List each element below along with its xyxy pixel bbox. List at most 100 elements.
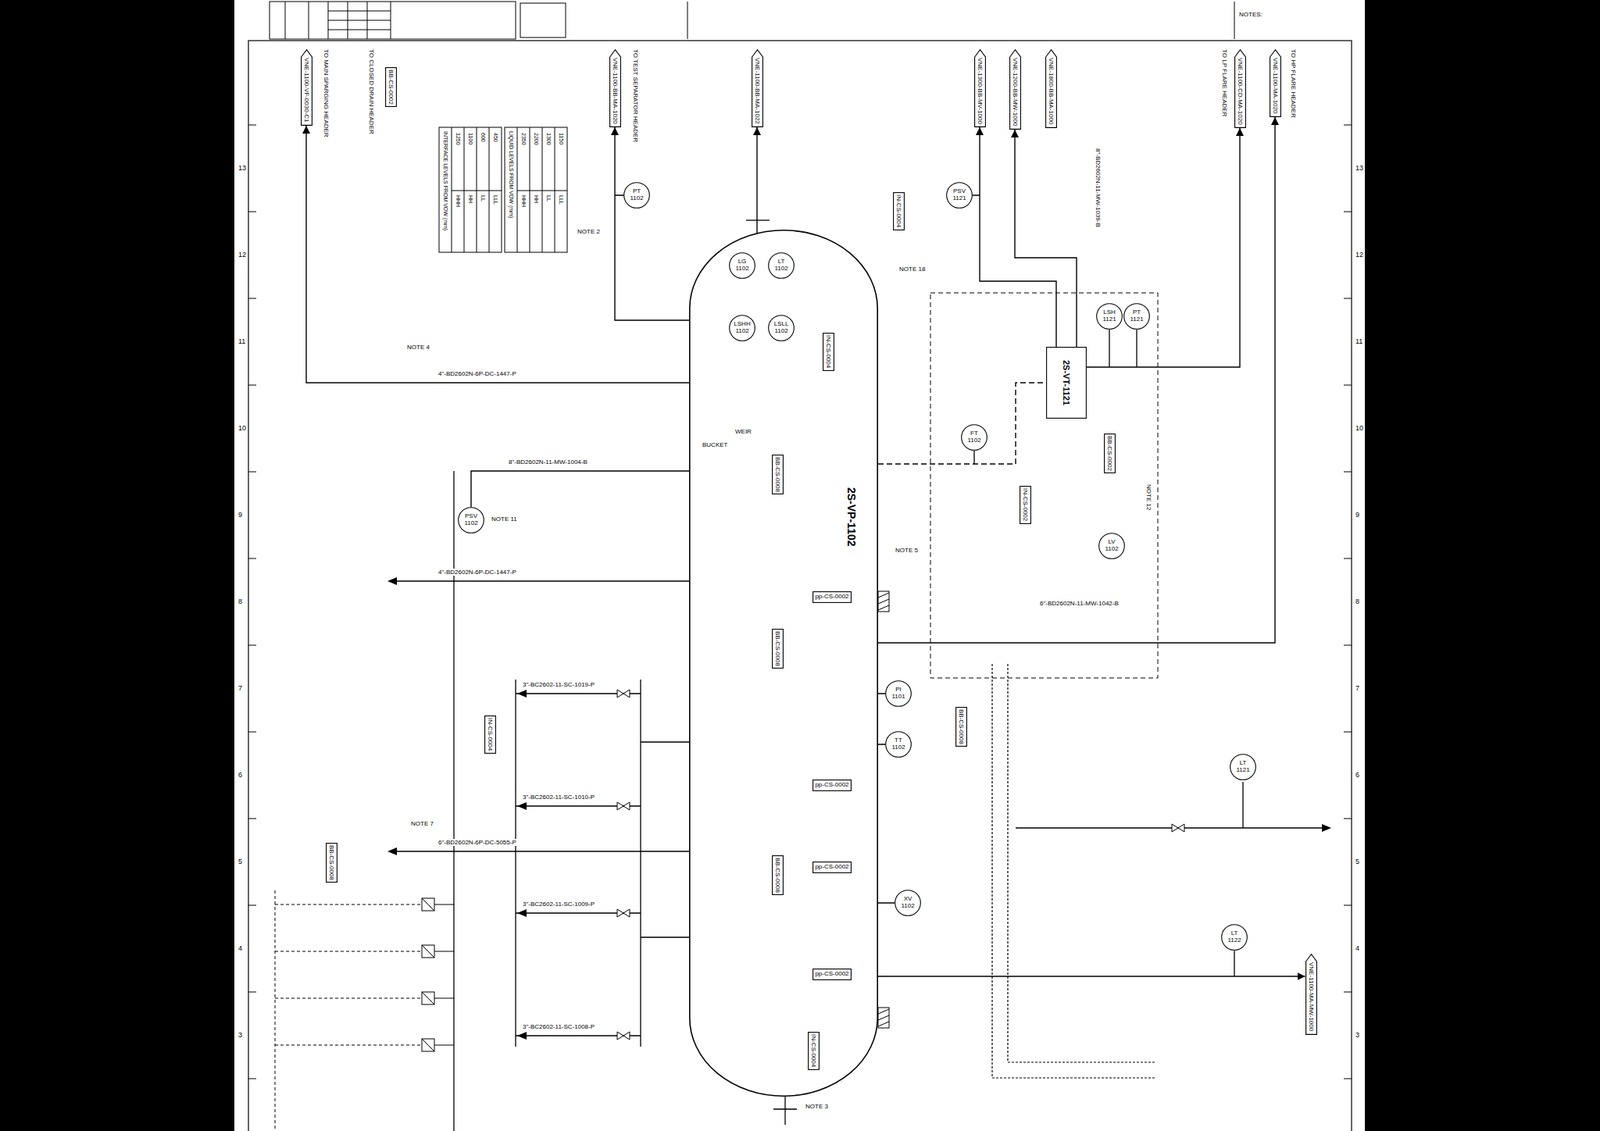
instrument-tag: 1102 [629, 195, 643, 203]
off-page-connector: VNE-1200-BB-MW-1000 [1009, 49, 1022, 130]
label-anchor: NOTE 2 [576, 228, 601, 236]
label-anchor: LLL [557, 195, 565, 205]
vortex-breaker [878, 1007, 890, 1029]
pipe-connector [306, 125, 690, 383]
pipe-connector [756, 127, 758, 233]
label-anchor: 3 [237, 1031, 243, 1040]
grid-number: 7 [237, 684, 243, 693]
instrument-bubble: FT1102 [960, 424, 988, 451]
node-text: BB-CS-0008 [774, 857, 782, 893]
instrument-tag: LSHH [733, 321, 750, 329]
separator-vessel-shape [689, 230, 878, 1097]
grid-number: 8 [237, 597, 243, 606]
table-cell: 1100 [466, 132, 475, 145]
instrument-tag: PT [632, 188, 641, 196]
heat-tracing [992, 664, 1157, 1079]
sheet [234, 0, 1365, 1131]
table-cell: 2350 [519, 132, 528, 146]
spec-break-box-shape [325, 842, 337, 883]
node-text: VNE-1100-BB-MA-1022 [753, 57, 761, 125]
grid-number: 13 [237, 164, 247, 172]
instrument-signal [275, 890, 454, 1131]
grid-number: 8 [1354, 597, 1361, 606]
instrument-bubble-shape [946, 182, 973, 209]
spec-break-box: BB-CS-0002 [385, 67, 397, 108]
grid-number: 7 [1354, 684, 1361, 693]
node-text: VNE-1100-CD-MA-1020 [1236, 57, 1244, 125]
instrument-tag: PT [1132, 309, 1141, 317]
process-pipe [390, 195, 1329, 1131]
grid-number: 5 [237, 857, 243, 866]
label-anchor: HHH [519, 195, 528, 208]
node-text: BB-CS-0008 [328, 845, 336, 881]
instrument-bubble-shape [624, 182, 650, 209]
label-anchor: 9 [1354, 510, 1361, 519]
instrument-signal [421, 992, 435, 1005]
valve-symbol [617, 689, 630, 698]
label-anchor: TO CLOSED DRAIN HEADER [367, 49, 376, 135]
label-anchor: LLL [491, 195, 500, 205]
label-anchor: 8"-BD2602N-11-MW-1004-B [507, 458, 589, 466]
node-text: BB-CS-0002 [387, 69, 395, 105]
spec-break-box-shape [822, 332, 834, 371]
table-cell: INTERFACE LEVELS FROM VOW (mm) [441, 131, 450, 231]
instrument-bubble-shape [961, 425, 988, 451]
level-table [439, 127, 568, 253]
spec-break-box-shape [771, 628, 783, 668]
spec-break-box-shape [813, 968, 852, 980]
instrument-signal [434, 904, 454, 1046]
spec-break-box-shape [813, 591, 852, 603]
instrument-bubble-shape [1230, 754, 1257, 781]
title-block [520, 3, 566, 38]
off-page-connector: VNE-1300-BB-MV-1000 [974, 49, 986, 128]
node-text: pp-CS-0002 [814, 864, 849, 872]
grid-number: 12 [1354, 250, 1365, 259]
grid-number: 12 [237, 250, 247, 259]
spec-break-box: pp-CS-0002 [812, 779, 852, 792]
table-cell: 450 [491, 132, 500, 143]
node-text: 2S-VT-1121 [1061, 360, 1072, 406]
label-anchor: NOTE 12 [1144, 484, 1154, 511]
flow-arrowhead [517, 1032, 527, 1040]
instrument-tag: 1121 [1129, 316, 1143, 324]
valve-symbol [617, 909, 630, 918]
instrument-bubble: LT1102 [767, 252, 795, 279]
grid-number: 9 [1354, 510, 1361, 519]
drawing-label: NOTE 7 [410, 820, 435, 828]
title-block [285, 1, 391, 40]
grid-number: 13 [1354, 164, 1365, 172]
table-cell: HHH [519, 195, 528, 208]
label-anchor: NOTE 18 [898, 265, 926, 273]
table-cell: LIQUID LEVELS FROM VOW (mm) [507, 131, 515, 218]
grid-tick [248, 125, 257, 1079]
instrument-bubble-shape [729, 315, 756, 342]
off-page-connector-shape [300, 50, 312, 126]
table-cell: 600 [478, 132, 487, 143]
drawing-label: 3"-BC2602-11-SC-1019-P [521, 681, 596, 689]
grid-number: 3 [237, 1031, 243, 1040]
spec-break-box: BB-CS-0008 [771, 454, 784, 495]
off-page-connector-shape [1234, 50, 1246, 129]
drawing-label: WEIR [734, 428, 753, 436]
drawing-label: NOTE 18 [898, 265, 926, 273]
off-page-connector: VNE-1100-CD-MA-1020 [1234, 49, 1247, 129]
instrument-tag: TT [894, 737, 903, 745]
level-table [504, 127, 568, 253]
drawing-label: NOTES: [1238, 10, 1264, 18]
label-anchor: HHH [453, 195, 462, 208]
instrument-tag: 1102 [891, 744, 905, 752]
label-anchor: 2200 [532, 132, 540, 146]
vortex-breaker [878, 1009, 890, 1027]
pipe-connector [979, 127, 1057, 347]
instrument-signal [275, 890, 422, 1131]
pipe-connector [614, 127, 690, 321]
label-anchor: 8"-BD2602N-11-MW-1039-B [1093, 148, 1103, 228]
label-anchor: 7 [237, 684, 243, 693]
label-anchor: 10 [237, 424, 247, 433]
spec-break-box: BB-CS-0008 [955, 707, 968, 747]
instrument-tag: LV [1107, 539, 1115, 547]
label-anchor: LL [478, 195, 487, 202]
off-page-connector: VNE-1100-MA-1020 [1269, 49, 1282, 118]
